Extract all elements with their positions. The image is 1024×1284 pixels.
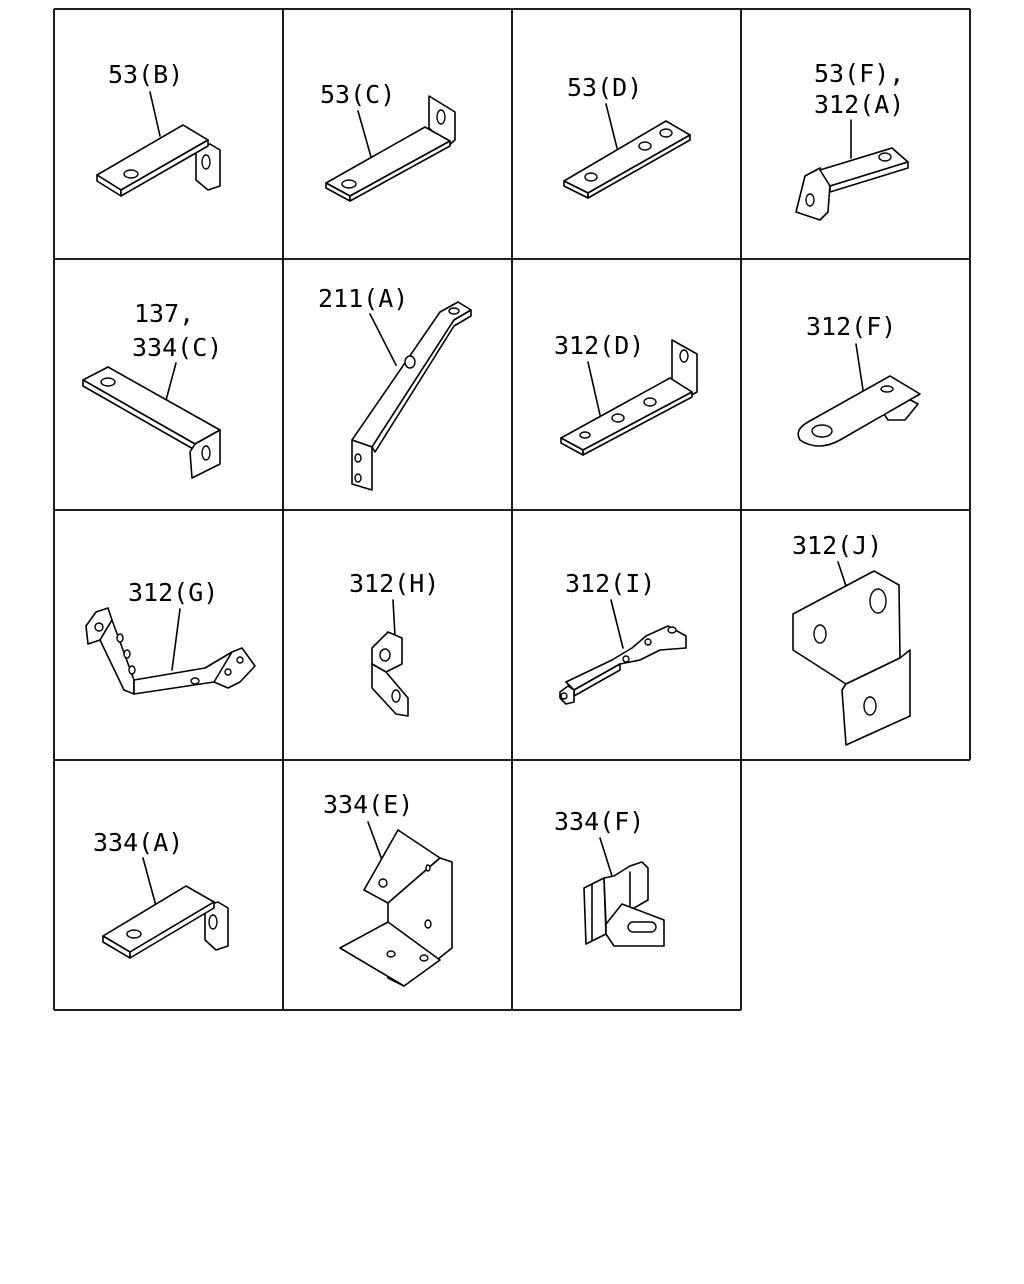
bracket-drawing <box>96 124 221 197</box>
part-cell-312g: 312(G) <box>85 578 256 695</box>
bracket-drawing <box>325 95 456 202</box>
part-label: 53(F), <box>814 59 904 88</box>
grid-lines <box>53 8 971 1011</box>
leader-line <box>837 561 847 587</box>
leader-line <box>357 110 372 158</box>
part-label: 137, <box>134 299 194 328</box>
part-cell-334a: 334(A) <box>93 828 229 959</box>
part-cell-312j: 312(J) <box>792 531 911 746</box>
part-cell-334f: 334(F) <box>554 807 665 947</box>
bracket-drawing <box>797 375 921 447</box>
part-label-2: 334(C) <box>132 333 222 362</box>
part-label: 312(J) <box>792 531 882 560</box>
bracket-drawing <box>559 625 687 705</box>
part-label: 312(I) <box>565 569 655 598</box>
leader-line <box>392 599 396 637</box>
bracket-drawing <box>371 631 409 717</box>
part-cell-53d: 53(D) <box>563 73 691 199</box>
bracket-drawing <box>82 366 221 479</box>
part-label: 211(A) <box>318 284 408 313</box>
part-label: 53(C) <box>320 80 395 109</box>
leader-line <box>369 313 397 366</box>
part-label: 334(A) <box>93 828 183 857</box>
part-label-2: 312(A) <box>814 90 904 119</box>
part-cell-137-334c: 137, 334(C) <box>82 299 222 479</box>
part-label: 53(D) <box>567 73 642 102</box>
bracket-drawing <box>795 147 909 221</box>
bracket-drawing <box>102 885 229 959</box>
bracket-drawing <box>792 570 911 746</box>
leader-line <box>599 837 613 877</box>
part-label: 312(H) <box>349 569 439 598</box>
leader-line <box>164 362 177 405</box>
bracket-drawing <box>339 829 453 987</box>
part-label: 53(B) <box>108 60 183 89</box>
leader-line <box>149 91 161 137</box>
leader-line <box>171 608 181 671</box>
bracket-drawing <box>351 301 472 491</box>
part-cell-312i: 312(I) <box>559 569 687 705</box>
part-label: 312(F) <box>806 312 896 341</box>
part-cell-334e: 334(E) <box>323 790 453 987</box>
bracket-drawing <box>560 339 698 456</box>
leader-line <box>855 343 864 391</box>
part-cell-53b: 53(B) <box>96 60 221 197</box>
part-cell-312d: 312(D) <box>554 331 698 456</box>
part-cell-211a: 211(A) <box>318 284 472 491</box>
bracket-drawing <box>583 861 665 947</box>
part-label: 334(F) <box>554 807 644 836</box>
part-label: 334(E) <box>323 790 413 819</box>
part-cell-53c: 53(C) <box>320 80 456 202</box>
part-cell-312f: 312(F) <box>797 312 921 447</box>
part-cell-312h: 312(H) <box>349 569 439 717</box>
leader-line <box>605 103 618 149</box>
bracket-drawing <box>85 607 256 695</box>
part-label: 312(D) <box>554 331 644 360</box>
leader-line <box>610 599 624 649</box>
leader-line <box>142 857 157 907</box>
part-label: 312(G) <box>128 578 218 607</box>
leader-line <box>587 361 601 416</box>
part-cell-53f-312a: 53(F), 312(A) <box>795 59 909 221</box>
bracket-drawing <box>563 120 691 199</box>
leader-line <box>367 821 383 861</box>
